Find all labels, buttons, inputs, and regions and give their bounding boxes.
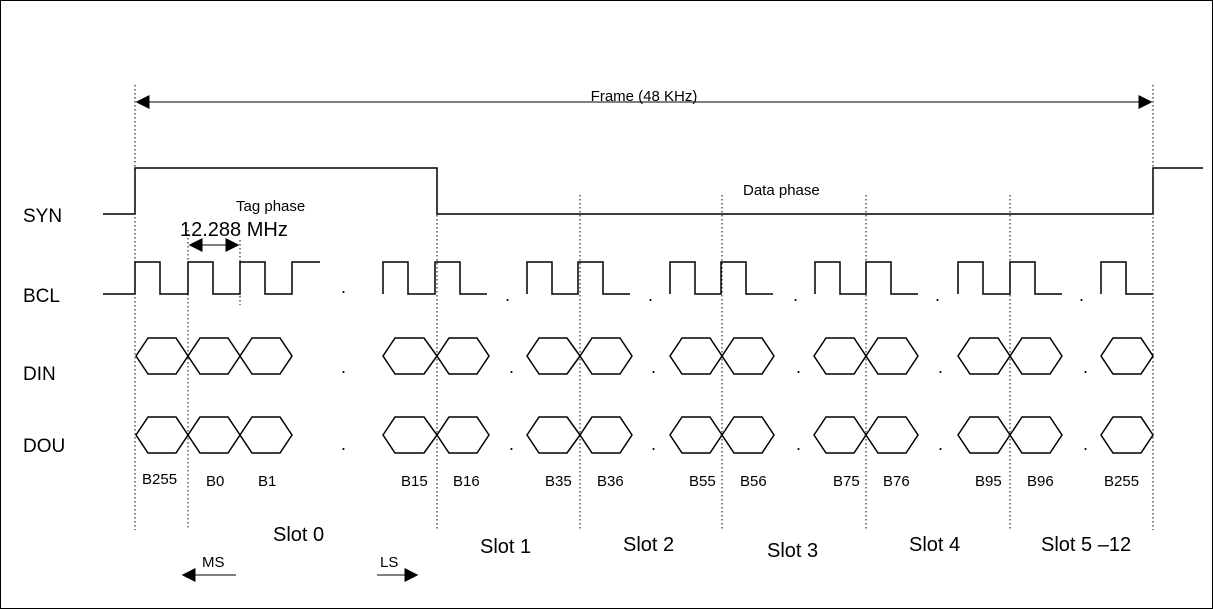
syn-waveform	[103, 167, 1203, 215]
tag-phase-label: Tag phase	[236, 198, 305, 215]
bit-label: B0	[206, 473, 224, 490]
separator-dot: .	[938, 357, 943, 377]
bit-label: B255	[1104, 473, 1139, 490]
separator-dot: .	[796, 434, 801, 454]
separator-dot: .	[509, 434, 514, 454]
clock-frequency-label: 12.288 MHz	[180, 219, 288, 241]
bit-label: B76	[883, 473, 910, 490]
slot-label: Slot 3	[767, 540, 818, 562]
bit-label: B75	[833, 473, 860, 490]
bit-label: B56	[740, 473, 767, 490]
dou-waveform	[135, 416, 1154, 454]
bit-label: B55	[689, 473, 716, 490]
bit-label: B95	[975, 473, 1002, 490]
slot-labels: Slot 0 Slot 1 Slot 2 Slot 3 Slot 4 Slot …	[273, 524, 1131, 562]
data-phase-label: Data phase	[743, 182, 820, 199]
separator-dot: .	[341, 357, 346, 377]
ls-label: LS	[380, 554, 398, 571]
signal-label-bcl: BCL	[23, 286, 60, 307]
bcl-waveform	[103, 261, 1153, 295]
separator-dot: .	[1079, 285, 1084, 305]
bit-label: B255	[142, 471, 177, 488]
frame-label: Frame (48 KHz)	[591, 88, 698, 105]
separator-dot: .	[796, 357, 801, 377]
separator-dot: .	[341, 277, 346, 297]
ms-label: MS	[202, 554, 225, 571]
slot-label: Slot 2	[623, 534, 674, 556]
din-waveform	[135, 337, 1154, 375]
slot-label: Slot 1	[480, 536, 531, 558]
signal-label-syn: SYN	[23, 206, 62, 227]
separator-dot: .	[935, 285, 940, 305]
separator-dot: .	[648, 285, 653, 305]
separator-dot: .	[505, 285, 510, 305]
bit-label: B35	[545, 473, 572, 490]
separator-dot: .	[938, 434, 943, 454]
separator-dot: .	[651, 357, 656, 377]
separator-dot: .	[509, 357, 514, 377]
signal-label-dou: DOU	[23, 436, 65, 457]
signal-label-din: DIN	[23, 364, 56, 385]
separator-dot: .	[793, 285, 798, 305]
bit-labels: B255 B0 B1 B15 B16 B35 B36 B55 B56 B75 B…	[142, 471, 1139, 490]
bit-label: B1	[258, 473, 276, 490]
gap-separators: . . . . . . . . . . . . . . . . . .	[341, 277, 1088, 454]
slot-label: Slot 5 –12	[1041, 534, 1131, 556]
slot-label: Slot 4	[909, 534, 960, 556]
separator-dot: .	[1083, 357, 1088, 377]
bit-label: B15	[401, 473, 428, 490]
bit-label: B96	[1027, 473, 1054, 490]
separator-dot: .	[341, 434, 346, 454]
bit-label: B36	[597, 473, 624, 490]
bit-label: B16	[453, 473, 480, 490]
separator-dot: .	[1083, 434, 1088, 454]
separator-dot: .	[651, 434, 656, 454]
slot-boundary-lines	[134, 85, 1154, 530]
slot-label: Slot 0	[273, 524, 324, 546]
